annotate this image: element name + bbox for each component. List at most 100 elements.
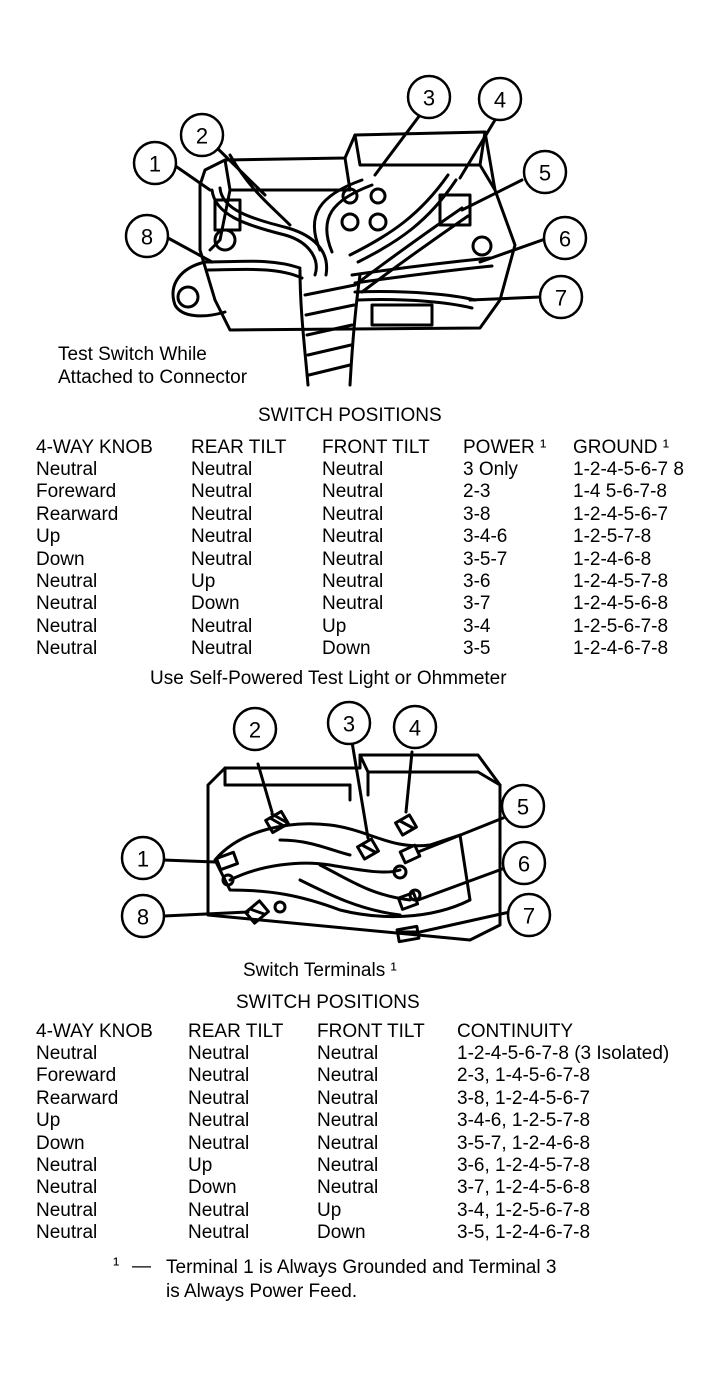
mounting-ear [171, 260, 227, 318]
table1-cell: 1-2-4-5-7-8 [573, 571, 669, 592]
connector-body [198, 130, 517, 332]
terminal-callout-6 [501, 840, 547, 886]
table1-cell: 1-2-4-5-6-7 8 [573, 459, 684, 480]
table1-cell: Neutral [322, 593, 384, 615]
table1-cell: 3-4-6 [463, 526, 508, 548]
callout-2-label: 2 [196, 124, 208, 149]
wire-3 [312, 178, 364, 252]
table2-cell: Down [188, 1177, 237, 1199]
table1-cell: Neutral [322, 526, 384, 548]
table1-cell: Neutral [191, 503, 253, 525]
terminal-5 [398, 843, 422, 865]
wire-4 [348, 173, 450, 257]
callout-4 [477, 76, 523, 122]
terminal-callout-3 [326, 700, 372, 746]
terminal-callout-1-label: 1 [137, 847, 149, 872]
table1-cell: 1-2-4-6-8 [573, 548, 652, 570]
terminal-callout-2-label: 2 [249, 718, 261, 743]
table1-cell: 2-3 [463, 481, 491, 503]
switch-housing [206, 753, 502, 942]
terminal-callout-4 [392, 704, 438, 750]
table2-cell: 2-3, 1-4-5-6-7-8 [457, 1065, 591, 1087]
table2-cell: Up [36, 1110, 61, 1132]
table1-cell: 1-2-4-6-7-8 [573, 638, 669, 660]
table2-header-continuity: CONTINUITY [457, 1021, 574, 1042]
table2-cell: Neutral [188, 1065, 250, 1087]
table1-cell: Neutral [191, 526, 253, 548]
table1-cell: Neutral [191, 459, 253, 480]
table1-cell: 3-7 [463, 593, 491, 615]
table2-cell: 3-6, 1-2-4-5-7-8 [457, 1155, 591, 1176]
callout-8-label: 8 [141, 225, 153, 250]
table2-cell: Neutral [36, 1043, 98, 1064]
table1-cell: Up [36, 526, 61, 548]
table1-header-power: POWER ¹ [463, 437, 547, 458]
table1-title: SWITCH POSITIONS [258, 405, 442, 426]
wire-6 [350, 256, 492, 277]
table2-cell: Neutral [36, 1155, 98, 1176]
table2-cell: Neutral [36, 1199, 98, 1221]
terminal-4 [394, 813, 418, 837]
table2-cell: Neutral [188, 1132, 250, 1154]
table2-cell: Neutral [317, 1087, 379, 1109]
table1-cell: Down [36, 548, 85, 570]
terminal-callout-2 [232, 706, 278, 752]
table1-cell: Neutral [36, 615, 98, 637]
mounting-hole [176, 285, 200, 309]
terminal-callout-5-label: 5 [517, 795, 529, 820]
terminal-callout-8 [120, 893, 166, 939]
footnote-marker: ¹ [113, 1255, 120, 1276]
wire-7 [353, 290, 477, 302]
terminal-7 [395, 924, 421, 944]
table1-cell: Neutral [322, 481, 384, 503]
terminal-callout-1 [120, 835, 166, 881]
connector-top-face [223, 156, 352, 192]
table1-cell: 1-2-5-7-8 [573, 526, 652, 548]
callout-3-label: 3 [423, 86, 435, 111]
table1-header-front-tilt: FRONT TILT [322, 437, 430, 458]
wire-8 [203, 259, 302, 270]
table2-header-knob: 4-WAY KNOB [36, 1021, 153, 1042]
table1-cell: 1-4 5-6-7-8 [573, 481, 667, 503]
table1-cell: 1-2-4-5-6-8 [573, 593, 669, 615]
callout-4-label: 4 [494, 88, 506, 113]
footnote-line2: is Always Power Feed. [166, 1281, 358, 1302]
terminal-callout-5 [500, 783, 546, 829]
bottom-figure-caption: Switch Terminals ¹ [243, 960, 397, 981]
table1-cell: 3-6 [463, 571, 491, 592]
callout-6-label: 6 [559, 227, 571, 252]
table1-cell: Neutral [322, 503, 384, 525]
table2-cell: Neutral [188, 1110, 250, 1132]
wire-5 [353, 206, 464, 287]
table2-cell: 3-4-6, 1-2-5-7-8 [457, 1110, 591, 1132]
switch-terminals-illustration: 1 2 3 4 5 6 7 8 [120, 700, 552, 944]
table2-cell: Neutral [317, 1177, 379, 1199]
terminal-1 [214, 850, 240, 872]
table1-cell: Neutral [322, 459, 384, 480]
table1-cell: Neutral [191, 638, 253, 660]
table2-cell: Down [36, 1132, 85, 1154]
table1-cell: 3-5 [463, 638, 491, 660]
callout-7 [538, 274, 584, 320]
table2-cell: Down [317, 1222, 366, 1244]
terminal-callout-4-label: 4 [409, 716, 421, 741]
callout-5 [522, 149, 568, 195]
terminal-callout-7 [506, 892, 552, 938]
terminal-callout-6-label: 6 [518, 852, 530, 877]
table1-cell: Neutral [322, 548, 384, 570]
callout-1 [132, 140, 178, 186]
table1-cell: 3 Only [463, 459, 518, 480]
callout-8 [124, 213, 170, 259]
table1-cell: 3-5-7 [463, 548, 508, 570]
callout-5-label: 5 [539, 161, 551, 186]
table2-cell: 3-7, 1-2-4-5-6-8 [457, 1177, 591, 1199]
callout-6 [542, 215, 588, 261]
table1-note: Use Self-Powered Test Light or Ohmmeter [150, 668, 507, 689]
table1-cell: Down [191, 593, 240, 615]
table2-cell: Neutral [188, 1087, 250, 1109]
terminal-3 [356, 837, 380, 861]
table2-cell: Rearward [36, 1087, 119, 1109]
table1-cell: Neutral [191, 548, 253, 570]
table1-header-rear-tilt: REAR TILT [191, 437, 287, 458]
table2-cell: 1-2-4-5-6-7-8 (3 Isolated) [457, 1043, 670, 1064]
